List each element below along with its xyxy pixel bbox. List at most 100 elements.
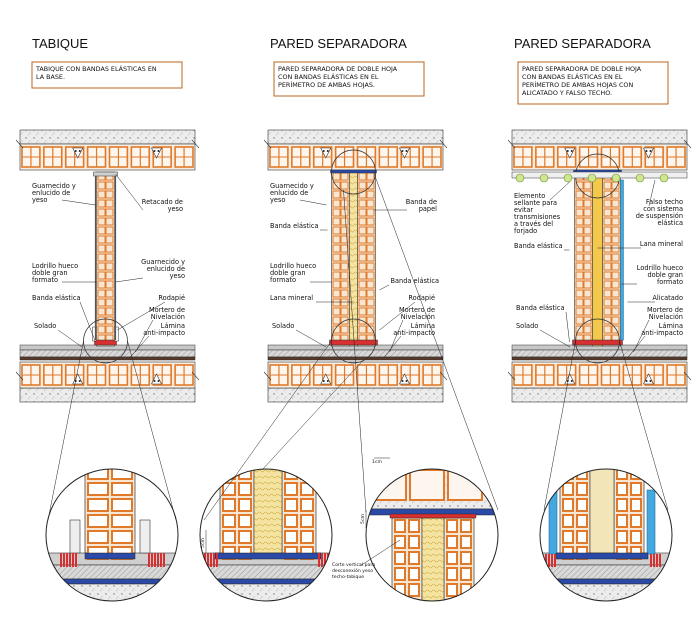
brick-cell <box>332 181 341 190</box>
label-guarnecido: Guarnecido y <box>270 182 314 190</box>
brick-cell <box>583 289 592 298</box>
lana-mineral <box>349 171 358 347</box>
brick-cell <box>366 244 375 253</box>
brick-cell <box>603 253 612 262</box>
detail-elastic-band <box>555 552 649 560</box>
detail-brick-cell <box>446 535 458 549</box>
detail-brick-cell <box>616 530 628 544</box>
false-ceiling <box>511 171 688 179</box>
dim-5cm-label: 5cm <box>360 514 366 524</box>
brick-cell <box>332 190 341 199</box>
leader-line <box>115 173 144 211</box>
bovedilla-block <box>378 146 399 168</box>
brick-leaf <box>602 171 621 347</box>
detail-elastic-stripe <box>151 553 153 567</box>
brick-cell <box>583 280 592 289</box>
label-guarnecido: yeso <box>270 196 285 204</box>
leader-line <box>61 199 96 206</box>
brick-cell <box>583 253 592 262</box>
detail-lana-mineral <box>421 517 445 601</box>
detail-elastic-stripe <box>548 554 550 567</box>
brick-cell <box>97 181 106 190</box>
detail-brick-cell <box>300 469 314 480</box>
detail-brick-cell <box>284 514 298 528</box>
bovedilla-block <box>130 146 151 168</box>
rebar-dot <box>566 150 569 152</box>
brick-cell <box>358 307 367 316</box>
dim-5cm-label: 5cm <box>200 538 206 548</box>
detail-brick-cell <box>238 514 252 528</box>
brick-cell <box>583 271 592 280</box>
sealing-element <box>563 173 573 183</box>
rebar-dot <box>645 150 648 152</box>
brick-cell <box>332 271 341 280</box>
bovedilla-block <box>356 146 377 168</box>
brick-cell <box>105 217 114 226</box>
detail-elastic-stripe <box>656 554 658 567</box>
brick-cell <box>583 190 592 199</box>
label-elemento: sellante para <box>514 199 557 207</box>
leader-line <box>129 335 150 359</box>
slab-compression-layer <box>511 129 688 145</box>
detail-brick-cell <box>460 551 472 565</box>
brick-cell <box>332 289 341 298</box>
brick-cell <box>575 235 584 244</box>
detail-brick-cell <box>284 469 298 480</box>
bovedilla-block <box>291 146 311 168</box>
detail-brick-cell <box>284 482 298 496</box>
label-banda: Banda elástica <box>514 242 563 250</box>
brick-cell <box>611 307 620 316</box>
slab-forjado <box>263 361 448 403</box>
sealing-element <box>635 173 645 183</box>
brick-cell <box>611 226 620 235</box>
bovedilla-block <box>535 364 555 386</box>
detail-brick-cell <box>87 530 109 544</box>
brick-cell <box>611 235 620 244</box>
brick-cell <box>97 289 106 298</box>
brick-cell <box>575 298 584 307</box>
brick-cell <box>340 280 349 289</box>
detail-elastic-stripe <box>554 554 556 567</box>
brick-cell <box>97 253 106 262</box>
brick-cell <box>358 316 367 325</box>
bovedilla-block <box>622 364 643 386</box>
brick-cell <box>366 262 375 271</box>
label-solado: Solado <box>272 322 294 330</box>
brick-cell <box>332 199 341 208</box>
brick-cell <box>366 253 375 262</box>
brick-cell <box>366 316 375 325</box>
detail-brick-cell <box>576 498 588 512</box>
bovedilla-block <box>43 364 63 386</box>
detail-brick-cell <box>446 519 458 533</box>
slab-compression-layer <box>511 387 688 403</box>
detail-brick-cell <box>238 530 252 544</box>
brick-cell <box>583 298 592 307</box>
bovedilla-block <box>422 146 442 168</box>
brick-cell <box>583 181 592 190</box>
brick-cell <box>105 199 114 208</box>
detail-elastic-stripe <box>551 554 553 567</box>
brick-cell <box>97 190 106 199</box>
bovedilla-block <box>108 146 129 168</box>
brick-cell <box>332 208 341 217</box>
brick-cell <box>583 307 592 316</box>
brick-cell <box>611 244 620 253</box>
sealing-element <box>587 173 597 183</box>
note-text: CON BANDAS ELÁSTICAS EN EL <box>278 72 379 81</box>
leader-line <box>295 329 327 348</box>
label-banda: Banda elástica <box>516 304 565 312</box>
corte-note: techo-tabique <box>332 574 364 580</box>
label-ladrillo: Lodrillo hueco <box>32 262 78 270</box>
label-mortero: Nivelación <box>649 313 683 321</box>
dim-1cm-label: 1cm <box>372 459 382 465</box>
label-lamina: anti-impacto <box>143 329 185 337</box>
detail-brick-cell <box>630 498 642 512</box>
floor-buildup <box>19 344 196 361</box>
bovedilla-block <box>356 364 377 386</box>
bovedilla-block <box>622 146 643 168</box>
detail-brick-cell <box>284 530 298 544</box>
bovedilla-block <box>86 146 107 168</box>
detail-brick-cell <box>222 482 236 496</box>
